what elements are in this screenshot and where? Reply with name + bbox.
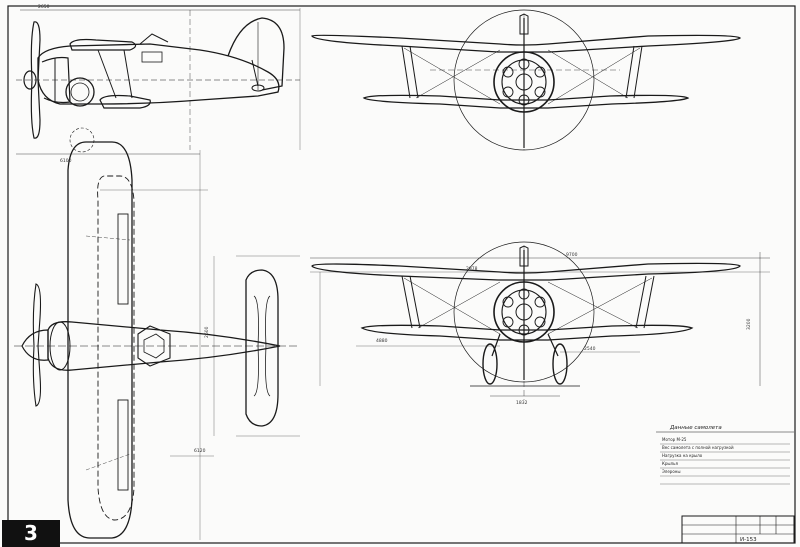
table-row-2: Вес самолета с полной нагрузкой bbox=[662, 445, 734, 450]
dim-front-left: 4880 bbox=[376, 338, 388, 344]
plan-view bbox=[14, 141, 300, 540]
dim-front-span: 9700 bbox=[566, 252, 578, 258]
dim-top-span: 2650 bbox=[38, 4, 50, 10]
dim-front-height: 3200 bbox=[746, 318, 752, 330]
dim-side-length: 6100 bbox=[60, 158, 72, 164]
table-row-4: Крылья bbox=[662, 461, 678, 466]
dim-plan-length: 6120 bbox=[194, 448, 206, 454]
dim-front-upper: 2978 bbox=[466, 266, 478, 272]
sheet-border bbox=[7, 5, 796, 544]
dim-plan-tail: 2600 bbox=[204, 326, 210, 338]
side-view bbox=[16, 9, 300, 155]
table-title: Данные самолета bbox=[669, 425, 722, 431]
title-block bbox=[681, 515, 795, 544]
table-row-5: Элероны bbox=[662, 469, 681, 474]
figure-number-badge: 3 bbox=[2, 520, 60, 547]
table-row-1: Мотор М-25 bbox=[662, 437, 687, 442]
front-view-lower bbox=[310, 241, 770, 400]
table-row-3: Нагрузка на крыло bbox=[662, 453, 703, 458]
dim-front-lower: 2540 bbox=[584, 346, 596, 352]
data-table bbox=[656, 431, 794, 485]
dim-front-gear: 1832 bbox=[516, 400, 528, 406]
front-view-top bbox=[299, 8, 741, 151]
title-block-number: И-153 bbox=[740, 537, 757, 543]
